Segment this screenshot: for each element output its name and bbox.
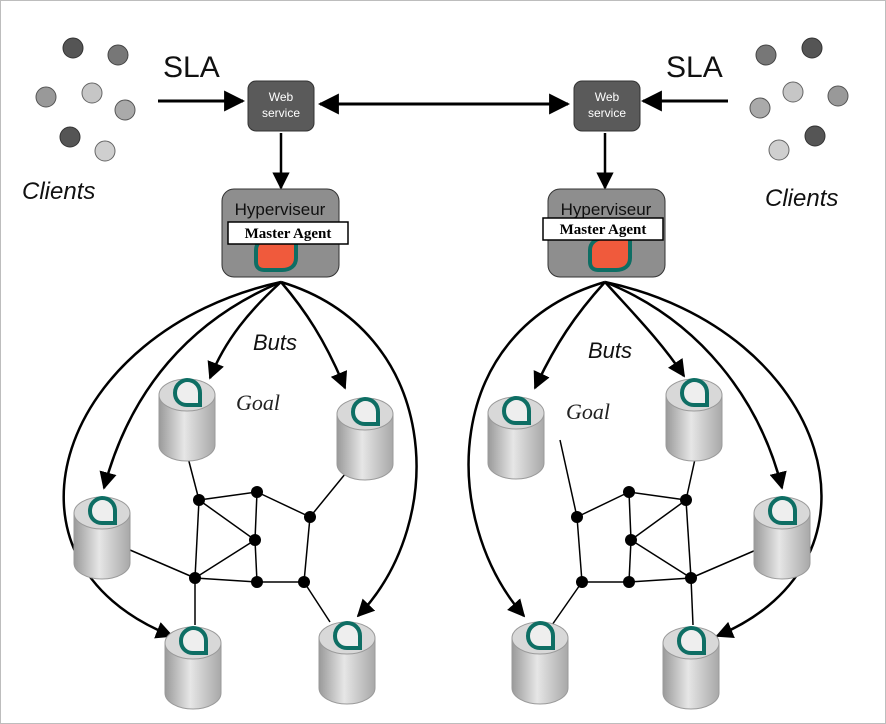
left-buts-label: Buts: [253, 330, 297, 355]
left-goal-arrows: [62, 280, 418, 639]
left-agent-cylinder: [163, 625, 223, 711]
network-node: [193, 494, 205, 506]
left-agent-cylinder: [317, 620, 377, 706]
network-node: [251, 576, 263, 588]
network-node: [623, 576, 635, 588]
left-webservice-line2: service: [262, 106, 300, 120]
left-network-nodes: [189, 486, 316, 588]
right-webservice-box: Web service: [573, 80, 641, 132]
network-node: [571, 511, 583, 523]
right-master-agent-badge: [542, 217, 664, 241]
client-node: [94, 140, 116, 162]
network-node: [251, 486, 263, 498]
right-network-edges: [551, 439, 757, 626]
right-agent-cylinder: [664, 377, 724, 463]
left-clients-label: Clients: [22, 178, 95, 205]
left-goal-label: Goal: [236, 390, 280, 415]
right-agent-cylinder: [486, 395, 546, 481]
client-node: [35, 86, 57, 108]
client-node: [114, 99, 136, 121]
right-goal-arrows: [467, 280, 823, 639]
right-clients-group: [749, 37, 849, 161]
client-node: [749, 97, 771, 119]
left-webservice-box: Web service: [247, 80, 315, 132]
network-node: [623, 486, 635, 498]
left-sla-label: SLA: [163, 51, 220, 84]
network-node: [680, 494, 692, 506]
client-node: [59, 126, 81, 148]
left-clients-group: [35, 37, 136, 162]
network-node: [298, 576, 310, 588]
network-node: [625, 534, 637, 546]
network-node: [304, 511, 316, 523]
right-sla-label: SLA: [666, 51, 723, 84]
right-clients-label: Clients: [765, 185, 838, 212]
network-node: [576, 576, 588, 588]
left-master-agent-label: Master Agent: [245, 226, 332, 242]
right-agent-cylinder: [510, 620, 570, 706]
client-node: [768, 139, 790, 161]
right-master-agent-label: Master Agent: [560, 222, 647, 238]
right-webservice-line1: Web: [595, 90, 620, 104]
right-hypervisor-box: Hyperviseur Master Agent: [542, 188, 666, 278]
client-node: [782, 81, 804, 103]
network-node: [685, 572, 697, 584]
right-webservice-line2: service: [588, 106, 626, 120]
right-agent-cylinder: [752, 495, 812, 581]
right-goal-label: Goal: [566, 399, 610, 424]
right-hypervisor-label: Hyperviseur: [561, 200, 652, 219]
right-master-agent-icon: [588, 236, 632, 272]
left-agent-cylinder: [157, 377, 217, 463]
client-node: [755, 44, 777, 66]
client-node: [827, 85, 849, 107]
left-master-agent-badge: [227, 221, 349, 245]
left-hypervisor-label: Hyperviseur: [235, 200, 326, 219]
client-node: [107, 44, 129, 66]
left-hypervisor-box: Hyperviseur Master Agent: [221, 188, 349, 278]
client-node: [62, 37, 84, 59]
right-network-nodes: [571, 486, 697, 588]
right-buts-label: Buts: [588, 338, 632, 363]
client-node: [804, 125, 826, 147]
client-node: [801, 37, 823, 59]
left-agent-cylinder: [72, 495, 132, 581]
network-node: [249, 534, 261, 546]
left-agent-cylinder: [335, 396, 395, 482]
left-webservice-line1: Web: [269, 90, 294, 104]
network-node: [189, 572, 201, 584]
right-agent-cylinder: [661, 625, 721, 711]
client-node: [81, 82, 103, 104]
left-network-edges: [129, 449, 351, 625]
